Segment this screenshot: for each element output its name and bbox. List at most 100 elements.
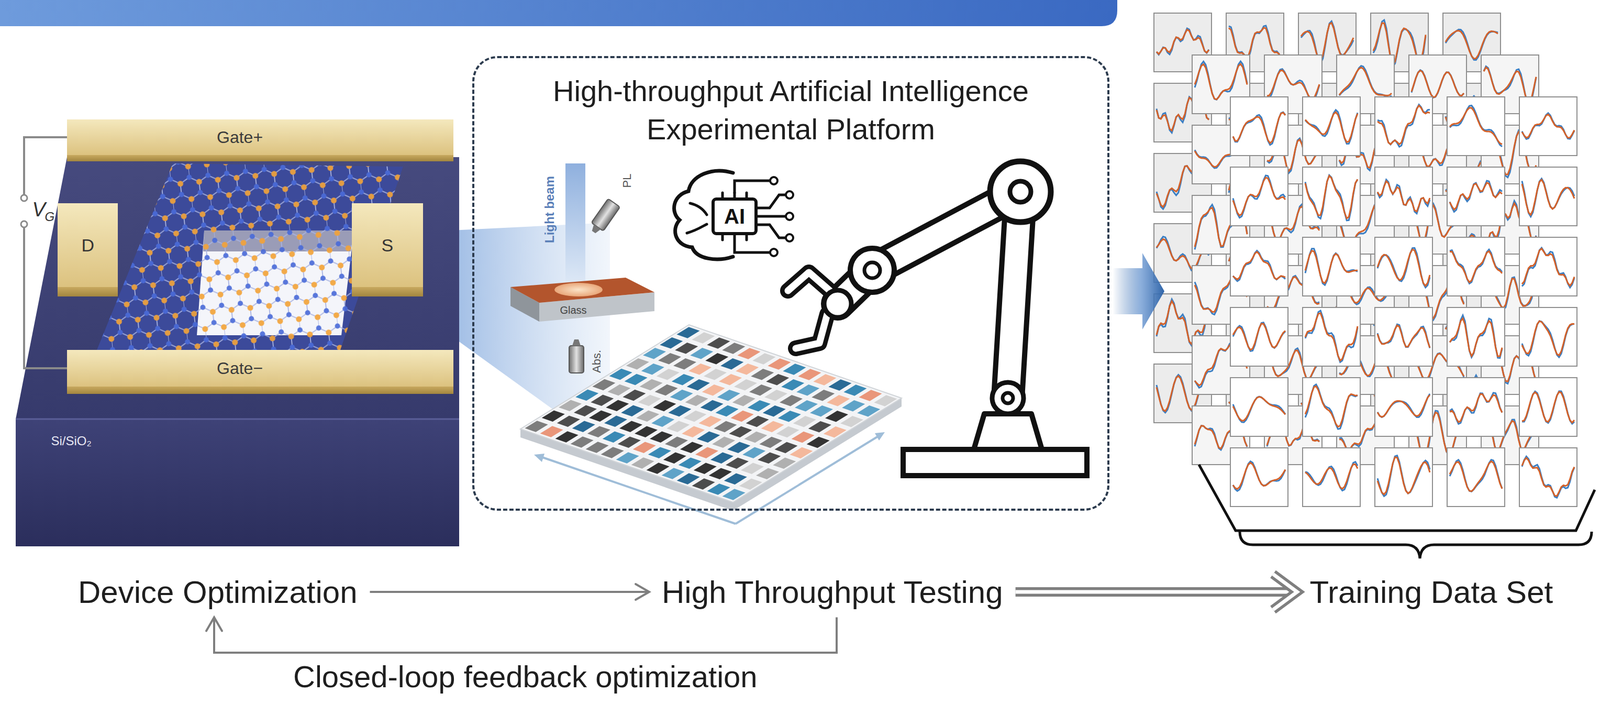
plot-panel (1519, 377, 1577, 437)
plot-curve (1305, 250, 1358, 284)
plate-well (794, 400, 818, 412)
plot-panel (1302, 307, 1361, 366)
plot-curve (1411, 70, 1464, 98)
ai-icon (785, 234, 794, 242)
plate-well (555, 430, 579, 443)
device-illustration (67, 119, 454, 155)
plate-well (765, 373, 790, 386)
plate-well (806, 436, 830, 449)
plot-curve (1521, 247, 1575, 288)
robot-arm (787, 191, 1021, 398)
plot-curve (1232, 322, 1286, 352)
plate-well (703, 368, 727, 381)
plate-well (540, 425, 564, 438)
plate-well (590, 394, 614, 407)
plate-well (720, 358, 744, 370)
ai-chip-label: AI (724, 205, 746, 227)
dataset-bracket (1198, 464, 1595, 531)
robot-arm (837, 191, 1021, 398)
plot-curve (1449, 107, 1503, 145)
plate-well (637, 394, 661, 407)
plate-well (702, 384, 726, 396)
device-illustration (351, 286, 424, 297)
pad-label: S (381, 236, 394, 254)
ai-icon (674, 170, 794, 260)
device-illustration (20, 220, 28, 228)
beam-label: Light beam (543, 175, 557, 243)
plot-curve (1521, 178, 1575, 217)
plate-well (592, 379, 616, 391)
plate-well (813, 373, 837, 386)
ai-icon (770, 248, 778, 257)
plot-panel (1374, 237, 1433, 296)
plate-well (764, 389, 788, 402)
plot-panel (1230, 377, 1288, 437)
plot-curve (1305, 461, 1358, 491)
plot-curve (1305, 384, 1358, 429)
plot-curve (1232, 323, 1286, 350)
plate-well (767, 358, 791, 370)
plot-curve (1305, 463, 1358, 489)
voltage-subscript: G (45, 210, 55, 224)
plate-well (585, 441, 609, 453)
plot-panel (1447, 447, 1505, 507)
plate-well (791, 431, 815, 443)
plot-curve (1305, 313, 1358, 361)
pad-label: Gate− (216, 359, 263, 377)
plot-panel (1447, 237, 1505, 296)
plate-well (525, 420, 549, 432)
plate-well (717, 389, 741, 402)
plot-curve (1411, 70, 1464, 98)
plate-well (746, 415, 770, 428)
substrate-label: Si/SiO₂ (51, 434, 92, 448)
plate-well (724, 472, 748, 485)
dataset-bracket (1198, 464, 1595, 559)
plate-well (651, 415, 675, 428)
plot-curve (1377, 325, 1430, 348)
plate-well (747, 400, 771, 412)
ai-icon (785, 212, 794, 220)
plot-panel (1302, 377, 1361, 437)
device-illustration (24, 227, 68, 369)
plate-well (750, 368, 774, 381)
robot-arm (824, 290, 852, 318)
device-illustration (67, 386, 454, 394)
plate-well (664, 436, 688, 449)
plot-curve (1449, 392, 1503, 424)
plate-well (705, 352, 729, 365)
ai-icon (686, 203, 707, 233)
plate-well (676, 326, 700, 339)
plot-curve (1305, 174, 1358, 221)
plate-well (674, 342, 698, 354)
plot-curve (1305, 248, 1358, 285)
arrow-shaft (214, 617, 837, 653)
plate-well (707, 483, 731, 495)
node-text: Training Data Set (1309, 573, 1554, 610)
plate-well (742, 447, 766, 459)
plate-well (616, 451, 640, 464)
optics-setup (590, 224, 601, 235)
plot-curve (1449, 251, 1503, 283)
plot-curve (1377, 324, 1430, 348)
plate-well (573, 405, 597, 417)
device-illustration (67, 154, 454, 162)
plate-well (796, 384, 820, 396)
plot-panel (1230, 447, 1288, 507)
plate-well (739, 478, 763, 490)
plot-curve (1156, 29, 1209, 55)
plot-curve (1232, 462, 1286, 490)
ai-icon (785, 191, 794, 199)
plot-panel (1302, 447, 1361, 507)
plate-well (841, 400, 865, 412)
plot-curve (1194, 63, 1248, 100)
pad-label: Gate+ (216, 128, 263, 146)
plate-well (808, 420, 832, 433)
plate-well (622, 389, 646, 402)
plot-curve (1377, 181, 1430, 212)
ai-icon (713, 198, 757, 234)
plot-curve (1449, 105, 1503, 147)
plate-well (811, 389, 835, 402)
plate-well (558, 400, 582, 412)
plate-well (619, 420, 643, 433)
plate-well (779, 394, 803, 407)
